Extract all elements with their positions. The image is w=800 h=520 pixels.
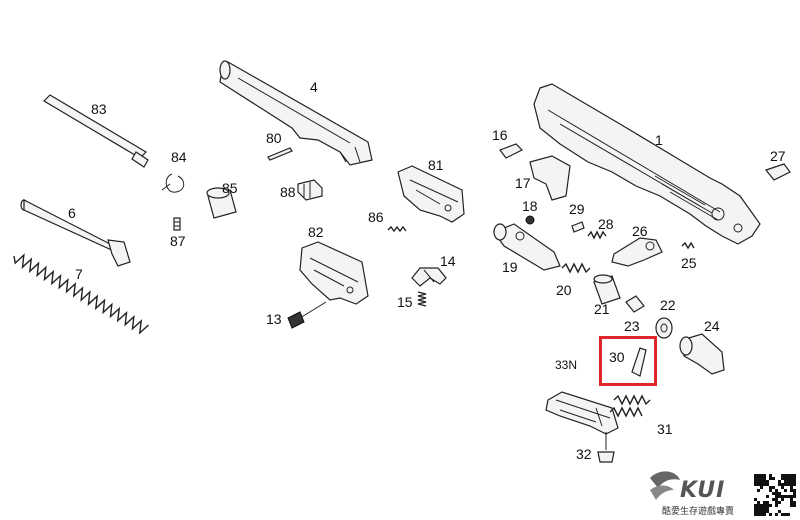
part-87-screw [173,217,181,231]
part-88-block [297,179,323,201]
part-14-lever [411,267,447,287]
part-32-screw [597,432,615,463]
part-label-33N: 33N [555,358,577,372]
part-label-18: 18 [522,198,538,214]
part-25-spring [681,241,695,250]
part-22-ring [625,295,645,313]
part-label-21: 21 [594,301,610,317]
part-label-15: 15 [397,294,413,310]
part-23-washer [655,317,673,339]
brand-logo-text: KUI [680,478,725,503]
part-81-frame-piece [397,165,465,223]
part-6-guide-rod [20,199,131,267]
part-label-23: 22 [660,297,676,313]
brand-tagline: 酷愛生存遊戲專賣 [662,505,734,517]
part-label-85: 85 [222,180,238,196]
part-4-outer-barrel [219,60,373,166]
part-21-piston [593,274,621,305]
part-33N-trigger-assembly [545,391,619,435]
part-label-82: 82 [308,224,324,240]
part-label-17: 17 [515,175,531,191]
part-84-clip [161,173,185,193]
qr-code-icon [752,472,798,518]
part-86-spring [387,225,407,233]
part-label-30: 30 [609,349,625,365]
part-31-springs [609,394,651,418]
part-15-spring [417,291,427,307]
highlight-box [599,336,657,386]
part-label-13: 13 [266,311,282,327]
part-7-recoil-spring [13,253,149,335]
part-label-19: 19 [502,259,518,275]
part-82-frame-section [299,241,369,305]
part-label-4: 4 [310,79,318,95]
part-label-26: 26 [632,223,648,239]
part-label-24: 24 [704,318,720,334]
part-26-hammer [611,237,663,267]
part-20-spring [561,262,591,274]
part-13-screw [287,301,327,329]
part-1-slide [533,83,761,245]
part-label-32: 32 [576,446,592,462]
part-16-block [499,143,524,159]
part-label-22: 23 [624,318,640,334]
part-83-rod [43,94,149,168]
part-30-pin [631,347,647,377]
part-28-spring [587,230,607,240]
part-label-87: 87 [170,233,186,249]
part-label-29: 29 [569,201,585,217]
part-label-88: 88 [280,184,296,200]
part-label-86: 86 [368,209,384,225]
part-label-83: 83 [91,101,107,117]
part-label-1: 1 [655,132,663,148]
part-label-31: 31 [657,421,673,437]
part-24-nozzle [679,333,725,375]
part-label-80: 80 [266,130,282,146]
part-85-bushing [206,187,237,219]
part-label-7: 7 [75,266,83,282]
part-label-28: 28 [598,216,614,232]
part-29-pin [571,221,585,233]
part-27-block [764,163,791,181]
part-17-bracket [529,155,571,201]
part-label-6: 6 [68,205,76,221]
part-label-27: 27 [770,148,786,164]
part-label-25: 25 [681,255,697,271]
part-19-cylinder [493,223,561,271]
part-label-14: 14 [440,253,456,269]
part-label-84: 84 [171,149,187,165]
part-label-20: 20 [556,282,572,298]
part-80-pin [267,147,293,161]
brand-logo: KUI [650,471,725,503]
part-label-81: 81 [428,157,444,173]
part-18-screw [525,215,535,225]
part-label-16: 16 [492,127,508,143]
